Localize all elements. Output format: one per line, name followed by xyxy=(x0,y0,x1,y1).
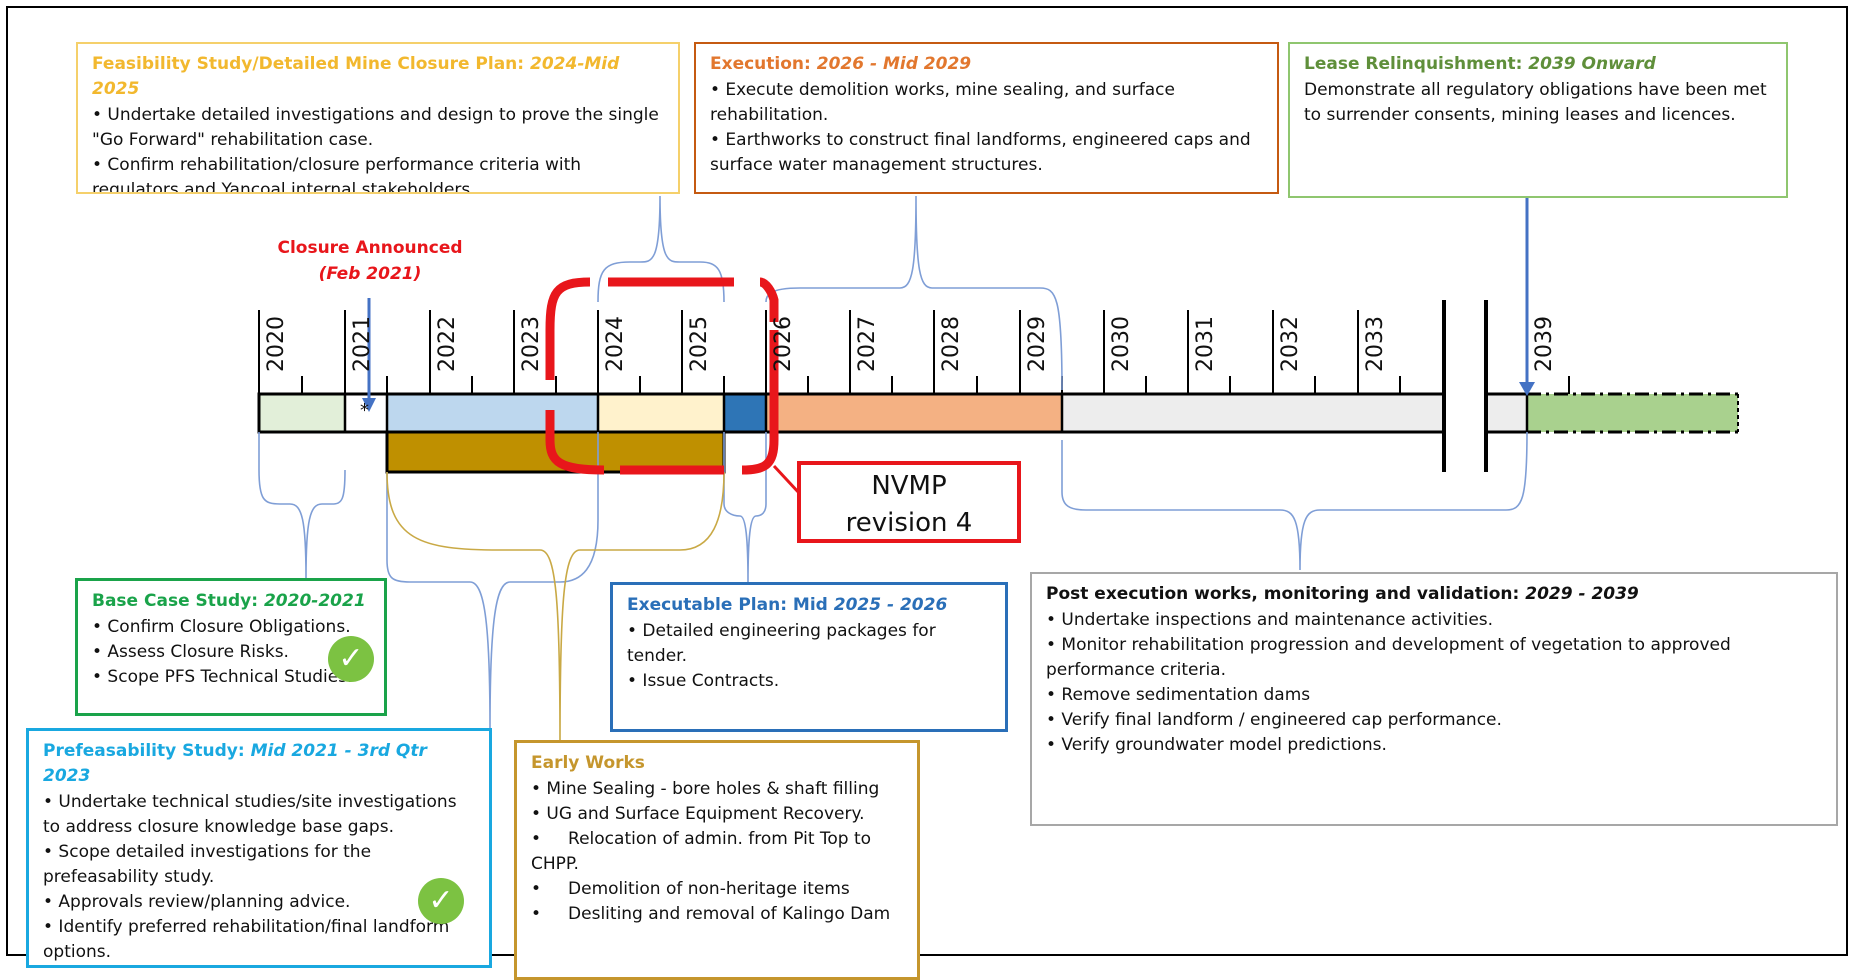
execution-line: surface water management structures. xyxy=(710,155,1043,175)
post-execution-line: • Undertake inspections and maintenance … xyxy=(1046,610,1494,630)
prefeasibility-title: Prefeasability Study: xyxy=(43,741,245,761)
early-works-title: Early Works xyxy=(531,753,645,773)
base-case-line: • Assess Closure Risks. xyxy=(92,642,289,662)
post-execution-line: performance criteria. xyxy=(1046,660,1226,680)
execution-line: rehabilitation. xyxy=(710,105,829,125)
checkmark-icon: ✓ xyxy=(328,636,374,682)
post-execution-box: Post execution works, monitoring and val… xyxy=(1030,572,1838,826)
post-execution-line: • Verify final landform / engineered cap… xyxy=(1046,710,1502,730)
year-label: 2039 xyxy=(1532,316,1557,372)
year-label: 2024 xyxy=(603,316,628,372)
post-execution-line: • Verify groundwater model predictions. xyxy=(1046,735,1387,755)
lease-box: Lease Relinquishment: 2039 Onward Demons… xyxy=(1288,42,1788,198)
segment-execution xyxy=(766,394,1062,432)
base-case-line: • Scope PFS Technical Studies. xyxy=(92,667,353,687)
year-label: 2032 xyxy=(1278,316,1303,372)
announcement-marker: * xyxy=(360,400,369,421)
execution-line: • Earthworks to construct final landform… xyxy=(710,130,1251,150)
feasibility-line: regulators and Yancoal internal stakehol… xyxy=(92,180,476,194)
prefeasibility-line: • Scope detailed investigations for the xyxy=(43,842,372,862)
year-label: 2028 xyxy=(939,316,964,372)
nvmp-line1: NVMP xyxy=(871,471,947,501)
feasibility-line: "Go Forward" rehabilitation case. xyxy=(92,130,374,150)
prefeasibility-line: options. xyxy=(43,942,112,962)
year-label: 2030 xyxy=(1109,316,1134,372)
early-works-line: CHPP. xyxy=(531,854,579,874)
year-label: 2026 xyxy=(771,316,796,372)
year-label: 2020 xyxy=(264,316,289,372)
nvmp-callout: NVMP revision 4 xyxy=(797,461,1021,543)
prefeasibility-line: • Approvals review/planning advice. xyxy=(43,892,351,912)
segment-prefeasibility xyxy=(387,394,598,432)
prefeasibility-line: to address closure knowledge base gaps. xyxy=(43,817,394,837)
year-label: 2021 xyxy=(350,316,375,372)
nvmp-line2: revision 4 xyxy=(845,508,973,538)
execution-line: • Execute demolition works, mine sealing… xyxy=(710,80,1175,100)
base-case-line: • Confirm Closure Obligations. xyxy=(92,617,351,637)
executable-plan-box: Executable Plan: Mid 2025 - 2026 • Detai… xyxy=(610,582,1008,732)
year-label: 2025 xyxy=(687,316,712,372)
early-works-box: Early Works • Mine Sealing - bore holes … xyxy=(514,740,920,980)
closure-announced-date: (Feb 2021) xyxy=(318,264,422,284)
segment-executable xyxy=(724,394,766,432)
prefeasibility-line: • Undertake technical studies/site inves… xyxy=(43,792,457,812)
checkmark-icon: ✓ xyxy=(418,878,464,924)
early-works-line: • Desliting and removal of Kalingo Dam xyxy=(531,904,891,924)
executable-title: Executable Plan: Mid xyxy=(627,595,828,615)
lease-dates: 2039 Onward xyxy=(1528,54,1656,74)
post-execution-line: • Monitor rehabilitation progression and… xyxy=(1046,635,1731,655)
prefeasibility-line: prefeasability study. xyxy=(43,867,215,887)
executable-line: • Detailed engineering packages for xyxy=(627,621,936,641)
post-execution-title: Post execution works, monitoring and val… xyxy=(1046,584,1520,604)
early-works-line: • Mine Sealing - bore holes & shaft fill… xyxy=(531,779,880,799)
diagram-frame xyxy=(6,6,1848,956)
feasibility-dates: 2024-Mid 2025 xyxy=(92,54,620,99)
feasibility-line: • Undertake detailed investigations and … xyxy=(92,105,659,125)
year-label: 2023 xyxy=(519,316,544,372)
year-label: 2031 xyxy=(1193,316,1218,372)
closure-announced-label: Closure Announced (Feb 2021) xyxy=(250,235,490,287)
segment-lease xyxy=(1527,394,1738,432)
execution-title: Execution: xyxy=(710,54,811,74)
prefeasibility-box: Prefeasability Study: Mid 2021 - 3rd Qtr… xyxy=(26,728,492,968)
execution-box: Execution: 2026 - Mid 2029 • Execute dem… xyxy=(694,42,1279,194)
feasibility-title: Feasibility Study/Detailed Mine Closure … xyxy=(92,54,525,74)
post-execution-dates: 2029 - 2039 xyxy=(1525,584,1639,604)
prefeasibility-line: • Identify preferred rehabilitation/fina… xyxy=(43,917,450,937)
lease-title: Lease Relinquishment: xyxy=(1304,54,1523,74)
base-case-title: Base Case Study: xyxy=(92,591,259,611)
segment-feasibility xyxy=(598,394,724,432)
executable-line: • Issue Contracts. xyxy=(627,671,780,691)
lease-line: Demonstrate all regulatory obligations h… xyxy=(1304,80,1767,100)
year-label: 2022 xyxy=(435,316,460,372)
closure-announced-title: Closure Announced xyxy=(277,238,463,258)
early-works-line: • Relocation of admin. from Pit Top to xyxy=(531,829,872,849)
early-works-line: • UG and Surface Equipment Recovery. xyxy=(531,804,865,824)
execution-dates: 2026 - Mid 2029 xyxy=(816,54,972,74)
executable-dates: 2025 - 2026 xyxy=(833,595,948,615)
year-label: 2027 xyxy=(855,316,880,372)
early-works-line: • Demolition of non-heritage items xyxy=(531,879,850,899)
post-execution-line: • Remove sedimentation dams xyxy=(1046,685,1311,705)
feasibility-box: Feasibility Study/Detailed Mine Closure … xyxy=(76,42,680,194)
segment-base-case xyxy=(259,394,345,432)
executable-line: tender. xyxy=(627,646,687,666)
segment-post-execution xyxy=(1062,394,1444,432)
segment-post-execution-2 xyxy=(1486,394,1527,432)
prefeasibility-dates: Mid 2021 - 3rd Qtr 2023 xyxy=(43,741,427,786)
year-label: 2029 xyxy=(1025,316,1050,372)
lease-line: to surrender consents, mining leases and… xyxy=(1304,105,1736,125)
year-label: 2033 xyxy=(1363,316,1388,372)
feasibility-line: • Confirm rehabilitation/closure perform… xyxy=(92,155,582,175)
base-case-dates: 2020-2021 xyxy=(263,591,366,611)
